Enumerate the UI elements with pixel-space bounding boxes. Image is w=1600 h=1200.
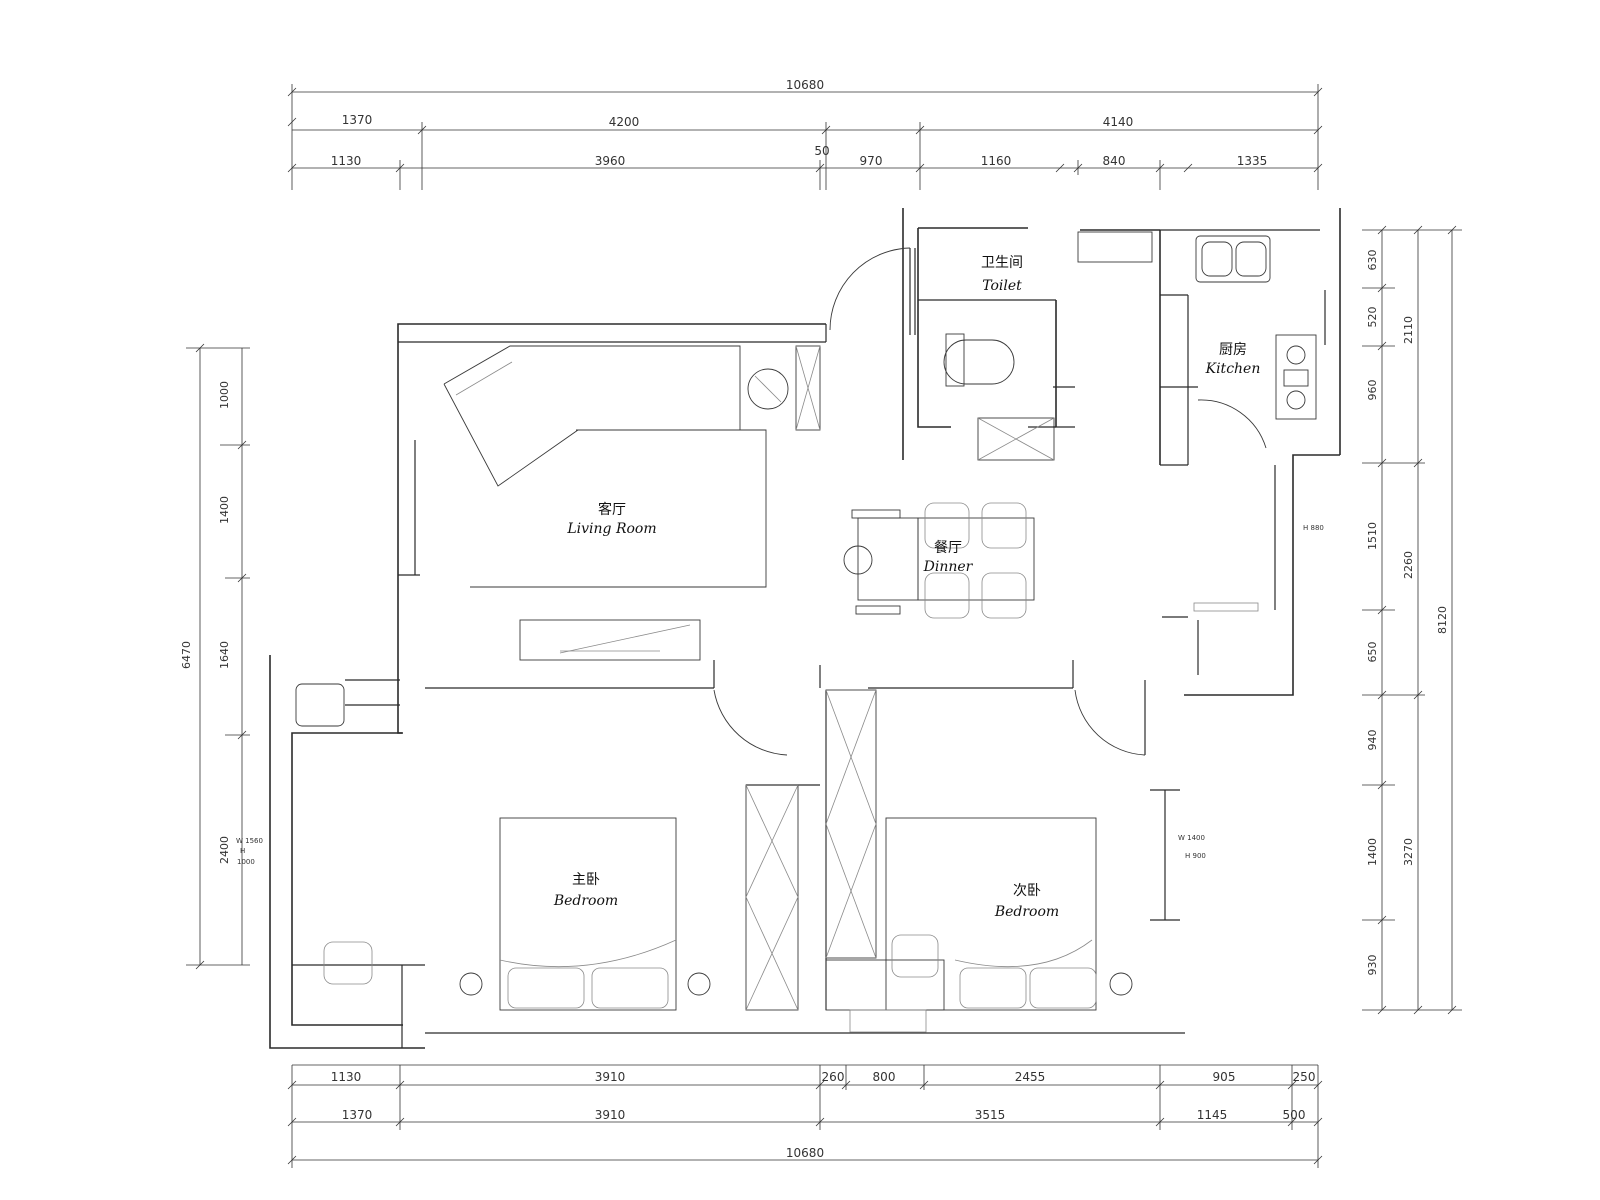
dim-top-row2-1: 1370 xyxy=(342,113,373,127)
dim-right-4: 1510 xyxy=(1366,522,1379,550)
kitchen-label-zh: 厨房 xyxy=(1219,342,1247,358)
dim-right-6: 940 xyxy=(1366,730,1379,751)
dinner-label-en: Dinner xyxy=(923,559,974,575)
second-window-note-b: H 900 xyxy=(1185,852,1206,860)
master-window-note-b: H xyxy=(240,847,245,855)
dim-left-3: 1640 xyxy=(218,641,231,669)
dim-right-3: 960 xyxy=(1366,380,1379,401)
dinner-label-zh: 餐厅 xyxy=(934,540,962,556)
dim-right-8: 930 xyxy=(1366,955,1379,976)
dim-top-row3-2: 3960 xyxy=(595,154,626,168)
second-bedroom-label-en: Bedroom xyxy=(994,904,1059,920)
dim-bottom-row2-3: 3515 xyxy=(975,1108,1006,1122)
dim-top-row2-2: 4200 xyxy=(609,115,640,129)
dim-right-total: 8120 xyxy=(1436,606,1449,634)
dim-bottom-row1-6: 905 xyxy=(1213,1070,1236,1084)
walls xyxy=(269,208,1341,1049)
dim-top-row3-7: 1335 xyxy=(1237,154,1268,168)
dim-top-row2-3: 4140 xyxy=(1103,115,1134,129)
dim-left-4: 2400 xyxy=(218,836,231,864)
dim-top-total: 10680 xyxy=(786,78,824,92)
furniture xyxy=(295,231,1317,1033)
dimension-texts-top: 10680 1370 4200 4140 1130 3960 50 970 11… xyxy=(331,78,1268,168)
dim-left-1: 1000 xyxy=(218,381,231,409)
room-labels: 卫生间 Toilet 厨房 Kitchen 客厅 Living Room 餐厅 … xyxy=(553,255,1261,920)
kitchen-label-en: Kitchen xyxy=(1205,361,1261,377)
dim-right-7: 1400 xyxy=(1366,838,1379,866)
dim-bottom-row1-3: 260 xyxy=(822,1070,845,1084)
dimension-texts-right: 630 520 960 1510 650 940 1400 930 2110 2… xyxy=(1366,250,1449,976)
master-window-note-c: 1000 xyxy=(237,858,255,866)
dim-right-mid-3: 3270 xyxy=(1402,838,1415,866)
second-bedroom-label-zh: 次卧 xyxy=(1013,883,1041,899)
master-window-note-a: W 1560 xyxy=(236,837,263,845)
dim-bottom-row2-2: 3910 xyxy=(595,1108,626,1122)
dim-top-row3-1: 1130 xyxy=(331,154,362,168)
dim-left-total: 6470 xyxy=(180,641,193,669)
dim-bottom-row1-5: 2455 xyxy=(1015,1070,1046,1084)
dim-bottom-row1-1: 1130 xyxy=(331,1070,362,1084)
dim-right-mid-1: 2110 xyxy=(1402,316,1415,344)
dim-bottom-row1-7: 250 xyxy=(1293,1070,1316,1084)
master-bedroom-label-zh: 主卧 xyxy=(572,872,600,888)
dim-right-1: 630 xyxy=(1366,250,1379,271)
living-room-label-zh: 客厅 xyxy=(598,501,626,518)
toilet-label-en: Toilet xyxy=(982,278,1022,294)
dim-right-2: 520 xyxy=(1366,307,1379,328)
dim-top-row3-5: 1160 xyxy=(981,154,1012,168)
window-notes: H 880 W 1400 H 900 W 1560 H 1000 xyxy=(236,524,1324,866)
dim-bottom-row1-4: 800 xyxy=(873,1070,896,1084)
dim-bottom-row1-2: 3910 xyxy=(595,1070,626,1084)
kitchen-window-note: H 880 xyxy=(1303,524,1324,532)
dim-top-row3-6: 840 xyxy=(1103,154,1126,168)
dim-right-mid-2: 2260 xyxy=(1402,551,1415,579)
second-window-note-a: W 1400 xyxy=(1178,834,1205,842)
dim-left-2: 1400 xyxy=(218,496,231,524)
dimension-texts-left: 1000 1400 1640 2400 6470 xyxy=(180,381,231,864)
dimension-texts-bottom: 1130 3910 260 800 2455 905 250 1370 3910… xyxy=(331,1070,1316,1160)
dim-top-row3-4: 970 xyxy=(860,154,883,168)
toilet-label-zh: 卫生间 xyxy=(981,255,1023,271)
dimension-lines xyxy=(186,84,1462,1168)
dim-right-5: 650 xyxy=(1366,642,1379,663)
dim-bottom-row2-1: 1370 xyxy=(342,1108,373,1122)
dim-bottom-row2-4: 1145 xyxy=(1197,1108,1228,1122)
doors xyxy=(713,247,1267,756)
dim-bottom-row2-5: 500 xyxy=(1283,1108,1306,1122)
dim-top-row3-3: 50 xyxy=(814,144,829,158)
master-bedroom-label-en: Bedroom xyxy=(553,893,618,909)
living-room-label-en: Living Room xyxy=(566,521,656,537)
dim-bottom-total: 10680 xyxy=(786,1146,824,1160)
